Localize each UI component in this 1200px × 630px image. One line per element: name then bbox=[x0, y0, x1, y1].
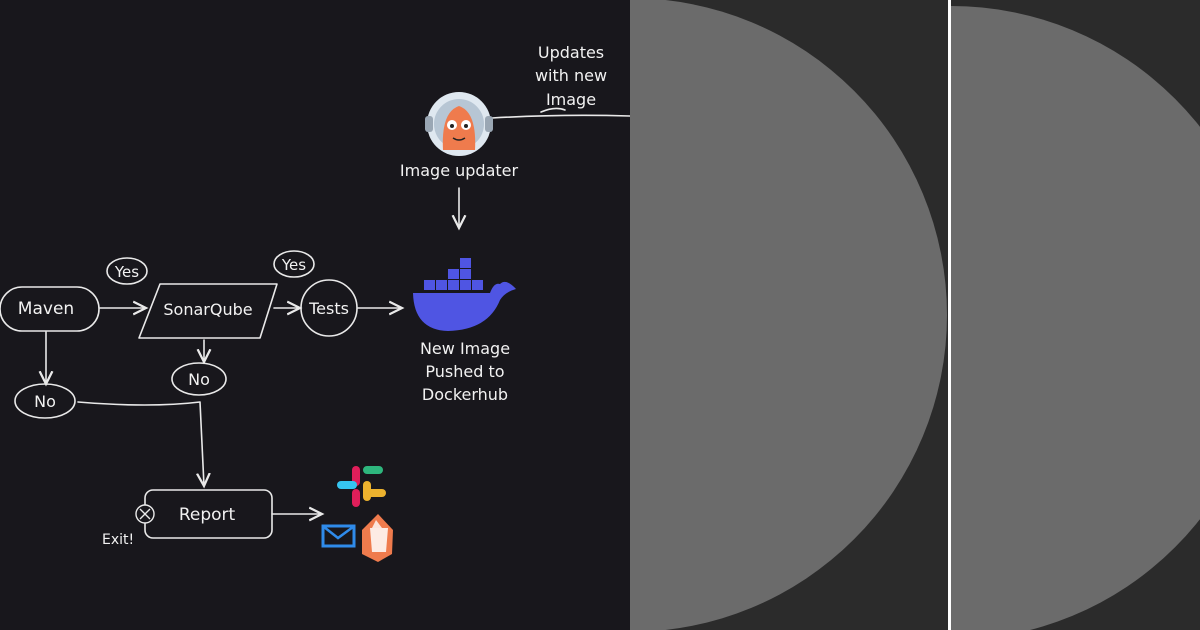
mail-icon bbox=[321, 524, 356, 548]
yes-label-sonarqube: Yes bbox=[114, 263, 139, 281]
preview-disc-1 bbox=[630, 0, 947, 630]
report-label: Report bbox=[179, 505, 236, 525]
sonarqube-node bbox=[138, 283, 278, 339]
docker-whale-icon bbox=[413, 258, 516, 331]
new-image-line-3: Dockerhub bbox=[422, 385, 508, 404]
updates-underline bbox=[540, 107, 566, 113]
exit-label: Exit! bbox=[102, 532, 134, 548]
yes-label-tests: Yes bbox=[281, 256, 306, 274]
maven-label: Maven bbox=[18, 299, 74, 319]
preview-panel-1 bbox=[630, 0, 948, 630]
updates-line-1: Updates bbox=[538, 43, 604, 62]
updates-line-2: with new bbox=[535, 66, 607, 85]
preview-panel-2 bbox=[951, 0, 1200, 630]
slack-icon bbox=[337, 466, 386, 507]
tests-node bbox=[300, 279, 358, 337]
no-label-maven: No bbox=[34, 392, 56, 411]
sonarqube-label: SonarQube bbox=[163, 300, 252, 319]
gitlab-bucket-icon bbox=[362, 514, 393, 562]
yes-bubble-sonarqube bbox=[106, 257, 148, 285]
diagram-canvas: Maven SonarQube Tests Yes Yes No No Repo… bbox=[0, 43, 630, 562]
edge-updater-cluster bbox=[491, 114, 630, 119]
no-bubble-sonarqube bbox=[171, 362, 227, 396]
close-circle-icon bbox=[135, 504, 155, 524]
no-label-sonarqube: No bbox=[188, 370, 210, 389]
preview-disc-2 bbox=[951, 6, 1200, 630]
updates-line-3: Image bbox=[546, 90, 596, 109]
maven-node bbox=[0, 286, 100, 332]
yes-bubble-tests bbox=[273, 250, 315, 278]
image-updater-label: Image updater bbox=[400, 161, 519, 180]
no-bubble-maven bbox=[14, 383, 76, 419]
edge-no-report bbox=[77, 401, 204, 486]
pipeline-diagram: Maven SonarQube Tests Yes Yes No No Repo… bbox=[0, 0, 630, 630]
argo-mascot-icon bbox=[425, 92, 493, 156]
tests-label: Tests bbox=[308, 299, 349, 318]
new-image-line-2: Pushed to bbox=[425, 362, 504, 381]
new-image-line-1: New Image bbox=[420, 339, 510, 358]
